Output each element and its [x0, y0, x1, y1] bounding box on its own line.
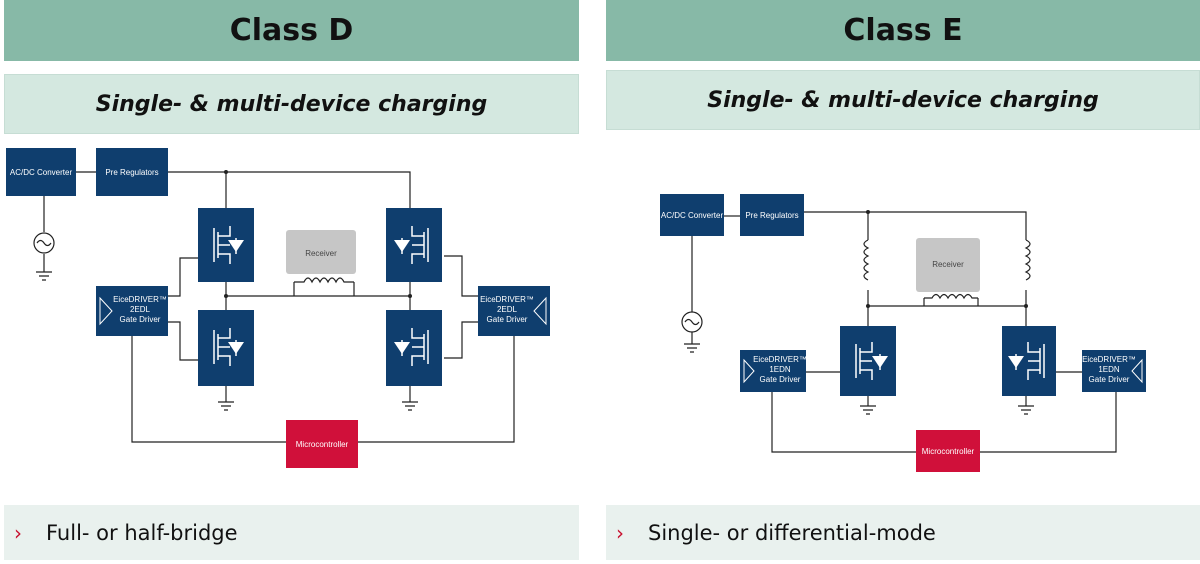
class-e-acdc-block [660, 194, 724, 236]
class-e-wire-micro-right [980, 392, 1117, 453]
ground-icon [218, 401, 234, 411]
class-d-prereg-label: Pre Regulators [105, 168, 158, 177]
class-d-acdc-block [6, 148, 76, 196]
class-e-receiver-block [916, 238, 980, 292]
ground-icon [36, 271, 52, 281]
junction-dot [866, 210, 870, 214]
junction-dot [866, 304, 870, 308]
class-e-driver-right-l1: EiceDRIVER™ [1082, 355, 1136, 364]
class-e-subtitle: Single- & multi-device charging [606, 70, 1200, 130]
class-d-acdc-label: AC/DC Converter [10, 168, 73, 177]
class-e-wire-coil-ends [867, 230, 1027, 240]
class-d-driver-left-l3: Gate Driver [120, 315, 161, 324]
driver-triangle-icon [99, 296, 113, 326]
class-e-wire-micro-left [771, 392, 916, 453]
class-d-driver-right-l2: 2EDL [497, 305, 518, 314]
ac-wave [36, 239, 52, 247]
class-d-receiver-block [286, 230, 356, 274]
class-d-wire-micro-left [131, 336, 286, 443]
driver-triangle-icon [533, 296, 547, 326]
class-d-wire-rail [168, 171, 411, 208]
class-d-panel: Class D Single- & multi-device charging … [4, 0, 579, 564]
class-e-driver-right-l3: Gate Driver [1089, 375, 1130, 384]
class-d-driver-left [96, 286, 168, 336]
mosfet-icon [1002, 326, 1056, 396]
mosfet-icon [840, 326, 896, 396]
ground-icon [402, 401, 418, 411]
ground-icon [860, 405, 876, 415]
class-d-receiver-label: Receiver [305, 249, 337, 258]
class-e-diagram: AC/DC Converter Pre Regulators Receiver … [660, 194, 1146, 472]
junction-dot [224, 170, 228, 174]
class-d-wire-drvl-top [168, 257, 198, 297]
junction-dot [1024, 304, 1028, 308]
coil-icon [294, 277, 354, 284]
class-e-driver-left-l3: Gate Driver [760, 375, 801, 384]
class-d-diagram: AC/DC Converter Pre Regulators [6, 148, 550, 468]
class-d-prereg-block [96, 148, 168, 196]
class-e-acdc-label: AC/DC Converter [661, 211, 724, 220]
chevron-right-icon: › [616, 520, 624, 545]
class-d-wire-drvl-bot [168, 321, 198, 361]
junction-dot [408, 294, 412, 298]
mosfet-icon [386, 310, 442, 386]
driver-triangle-icon [1131, 358, 1143, 384]
class-e-microcontroller-block [916, 430, 980, 472]
mosfet-icon [198, 310, 254, 386]
class-e-title: Class E [606, 0, 1200, 61]
class-d-title: Class D [4, 0, 579, 61]
class-e-driver-left-l2: 1EDN [769, 365, 791, 374]
class-e-driver-left [740, 350, 806, 392]
class-d-driver-right [478, 286, 550, 336]
class-d-driver-left-l1: EiceDRIVER™ [113, 295, 167, 304]
class-e-receiver-label: Receiver [932, 260, 964, 269]
ground-icon [684, 343, 700, 353]
class-e-bullet-text: Single- or differential-mode [648, 520, 936, 545]
class-e-prereg-block [740, 194, 804, 236]
class-d-driver-left-l2: 2EDL [130, 305, 151, 314]
driver-triangle-icon [743, 358, 755, 384]
class-d-driver-right-l3: Gate Driver [487, 315, 528, 324]
mosfet-icon [386, 208, 442, 282]
class-d-wire-micro-right [358, 336, 515, 443]
class-e-driver-left-l1: EiceDRIVER™ [753, 355, 807, 364]
class-d-wire-drvr-bot [444, 321, 478, 359]
class-e-driver-right-l2: 1EDN [1098, 365, 1120, 374]
class-d-subtitle: Single- & multi-device charging [4, 74, 579, 134]
class-d-footer: › Full- or half-bridge [4, 505, 579, 560]
class-d-wire-drvr-top [444, 255, 478, 297]
ground-icon [1018, 405, 1034, 415]
class-e-wire-rail [804, 211, 1027, 230]
class-e-panel: Class E Single- & multi-device charging … [606, 0, 1200, 564]
mosfet-icon [198, 208, 254, 282]
coil-icon [924, 293, 978, 300]
class-e-prereg-label: Pre Regulators [745, 211, 798, 220]
class-e-footer: › Single- or differential-mode [606, 505, 1200, 560]
class-d-driver-right-l1: EiceDRIVER™ [480, 295, 534, 304]
coil-icon [863, 239, 870, 281]
class-d-micro-label: Microcontroller [296, 440, 349, 449]
junction-dot [224, 294, 228, 298]
coil-icon [1024, 239, 1031, 281]
ac-wave [684, 318, 700, 326]
class-d-microcontroller-block [286, 420, 358, 468]
chevron-right-icon: › [14, 520, 22, 545]
class-e-driver-right [1082, 350, 1146, 392]
class-e-wire-rcoil-ends [923, 298, 979, 306]
class-e-micro-label: Microcontroller [922, 447, 975, 456]
class-d-bullet-text: Full- or half-bridge [46, 520, 238, 545]
